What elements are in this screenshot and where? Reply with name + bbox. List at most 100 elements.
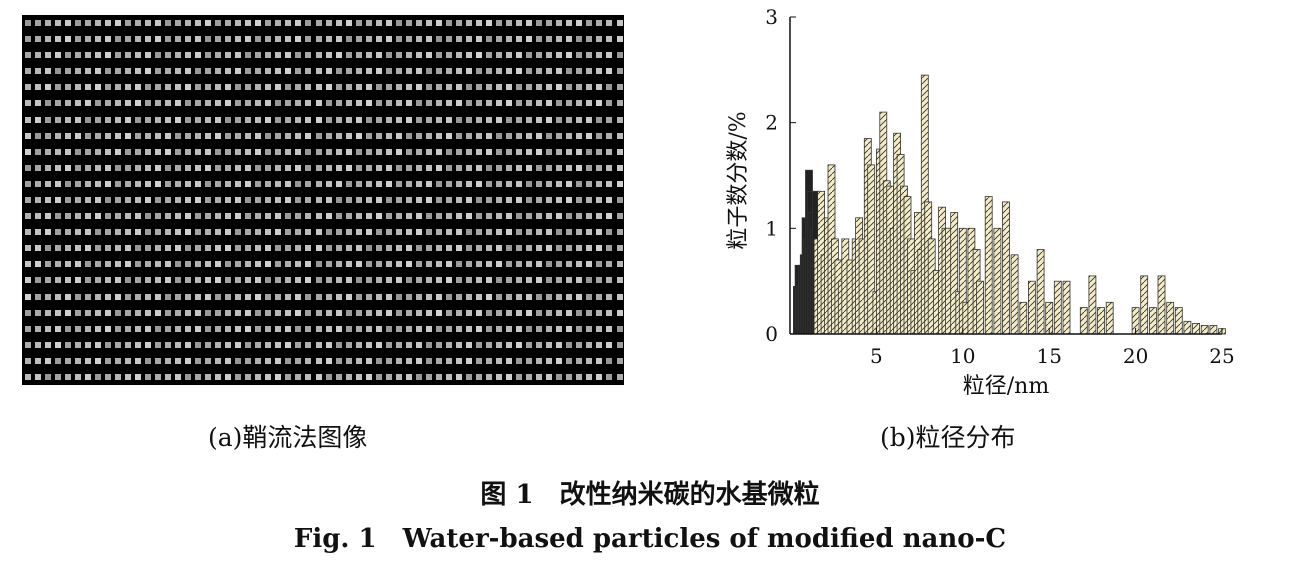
particle <box>435 84 442 91</box>
particle <box>405 293 412 300</box>
particle <box>124 325 131 332</box>
particle <box>275 148 282 155</box>
particle <box>496 373 503 380</box>
particle <box>415 341 422 348</box>
particle <box>134 277 141 284</box>
particle <box>315 277 322 284</box>
particle <box>154 36 161 43</box>
particle <box>546 132 553 139</box>
particle <box>616 100 623 107</box>
particle <box>466 100 472 107</box>
particle <box>255 132 262 139</box>
particle <box>566 84 573 91</box>
particle <box>114 277 121 284</box>
particle <box>215 132 222 139</box>
particle <box>114 84 121 91</box>
particle <box>455 132 462 139</box>
particle <box>375 148 382 155</box>
particle <box>556 52 563 59</box>
particle <box>134 309 141 316</box>
particle <box>415 197 422 203</box>
particle <box>576 164 583 171</box>
particle <box>405 68 412 75</box>
particle <box>255 213 262 219</box>
particle <box>245 20 252 26</box>
particle <box>64 325 71 332</box>
particle <box>466 36 472 43</box>
particle <box>606 20 613 26</box>
particle <box>516 197 523 203</box>
particle <box>506 277 513 284</box>
particle <box>315 229 322 236</box>
particle <box>255 100 262 107</box>
particle <box>345 148 352 155</box>
particle <box>84 261 91 268</box>
particle <box>185 229 191 236</box>
particle <box>425 293 432 300</box>
particle <box>506 261 513 268</box>
particle <box>395 164 402 171</box>
particle <box>425 245 432 252</box>
particle <box>385 132 392 139</box>
particle <box>225 229 232 236</box>
particle <box>245 180 252 187</box>
particle <box>265 309 272 316</box>
particle <box>315 357 322 364</box>
particle <box>415 36 422 43</box>
particle <box>576 100 583 107</box>
particle <box>295 68 302 75</box>
particle <box>335 84 342 91</box>
particle <box>165 52 171 59</box>
particle <box>154 164 161 171</box>
particle <box>566 229 573 236</box>
particle <box>74 20 81 26</box>
particle <box>556 36 563 43</box>
particle <box>536 164 543 171</box>
particle <box>305 341 312 348</box>
particle <box>165 261 171 268</box>
particle <box>425 36 432 43</box>
particle <box>265 68 272 75</box>
particle <box>466 84 472 91</box>
particle <box>94 277 101 284</box>
particle <box>104 325 111 332</box>
particle <box>285 197 292 203</box>
particle <box>325 36 332 43</box>
particle <box>295 213 302 219</box>
particle <box>205 373 212 380</box>
particle <box>556 116 563 123</box>
particle <box>455 213 462 219</box>
particle <box>245 164 252 171</box>
particle <box>335 100 342 107</box>
particle <box>335 197 342 203</box>
particle <box>54 293 61 300</box>
particle <box>455 293 462 300</box>
particle <box>285 277 292 284</box>
particle <box>235 20 242 26</box>
particle <box>335 68 342 75</box>
particle <box>566 148 573 155</box>
particle <box>415 84 422 91</box>
particle <box>476 261 482 268</box>
particle <box>205 309 212 316</box>
particle <box>435 197 442 203</box>
particle <box>265 132 272 139</box>
particle <box>425 20 432 26</box>
particle <box>114 373 121 380</box>
particle <box>205 132 212 139</box>
particle <box>315 148 322 155</box>
particle <box>134 68 141 75</box>
particle <box>616 245 623 252</box>
particle <box>144 180 151 187</box>
particle <box>74 116 81 123</box>
particle <box>586 261 593 268</box>
particle <box>435 68 442 75</box>
particle <box>34 20 41 26</box>
particle <box>596 84 603 91</box>
particle <box>385 197 392 203</box>
particle <box>556 132 563 139</box>
particle <box>104 20 111 26</box>
particle <box>245 341 252 348</box>
particle <box>295 357 302 364</box>
particle <box>154 132 161 139</box>
